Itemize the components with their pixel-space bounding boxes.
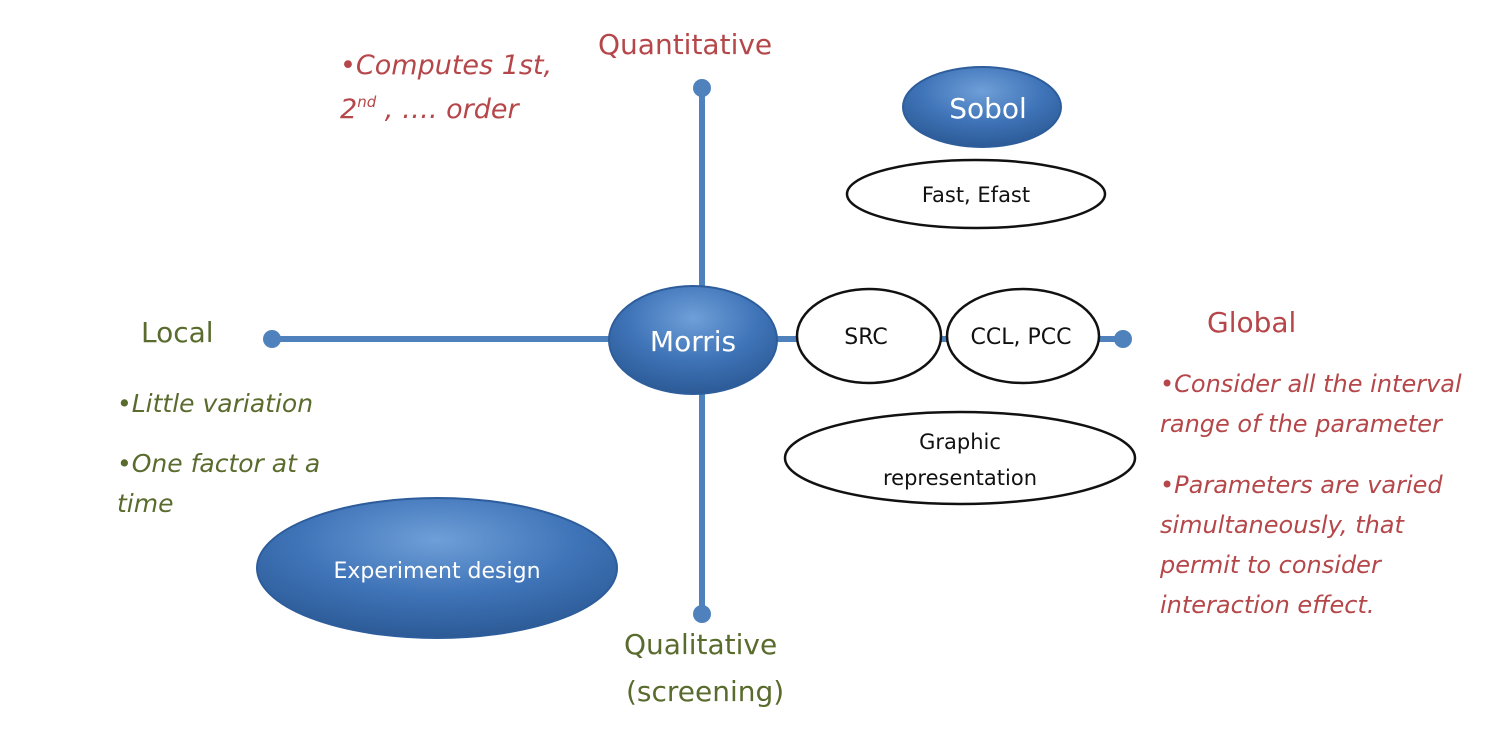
node-graphic-line1: Graphic — [919, 430, 1001, 454]
axis-end-bottom — [693, 605, 711, 623]
global-note-bullet2-line1: •Parameters are varied — [1160, 471, 1443, 499]
global-note-bullet2-line2: simultaneously, that — [1160, 511, 1404, 539]
node-morris-label: Morris — [650, 325, 736, 358]
node-fast-efast: Fast, Efast — [845, 158, 1107, 230]
local-note-bullet2-line2: time — [117, 489, 174, 518]
node-experiment-design: Experiment design — [256, 497, 618, 639]
quantitative-note-line2: 2nd , …. order — [340, 93, 519, 125]
axis-label-screening: (screening) — [626, 675, 785, 708]
axis-label-local: Local — [141, 316, 214, 349]
node-experiment-design-label: Experiment design — [333, 559, 540, 584]
global-note-bullet2-line3: permit to consider — [1160, 551, 1381, 579]
node-sobol-label: Sobol — [949, 92, 1027, 125]
local-note-bullet2-line1: •One factor at a — [117, 449, 321, 478]
axis-label-quantitative: Quantitative — [598, 28, 773, 61]
axis-end-right — [1114, 330, 1132, 348]
axis-label-qualitative: Qualitative — [624, 628, 778, 661]
global-note-bullet2-line4: interaction effect. — [1160, 591, 1375, 619]
node-src-label: SRC — [844, 325, 888, 350]
node-src: SRC — [795, 287, 943, 385]
node-graphic-representation: Graphic representation — [783, 410, 1137, 506]
axis-end-top — [693, 79, 711, 97]
node-morris: Morris — [608, 285, 778, 395]
local-note-bullet1: •Little variation — [117, 389, 314, 418]
global-note-bullet1-line2: range of the parameter — [1160, 410, 1442, 438]
global-note-bullet1-line1: •Consider all the interval — [1160, 370, 1462, 398]
quantitative-note-line1: •Computes 1st, — [340, 50, 553, 81]
node-ccl-pcc: CCL, PCC — [945, 287, 1101, 385]
node-fast-efast-label: Fast, Efast — [922, 183, 1030, 207]
axis-label-global: Global — [1207, 306, 1297, 339]
node-graphic-line2: representation — [883, 466, 1037, 490]
axis-end-left — [263, 330, 281, 348]
node-ccl-pcc-label: CCL, PCC — [971, 325, 1072, 350]
node-sobol: Sobol — [902, 66, 1062, 148]
